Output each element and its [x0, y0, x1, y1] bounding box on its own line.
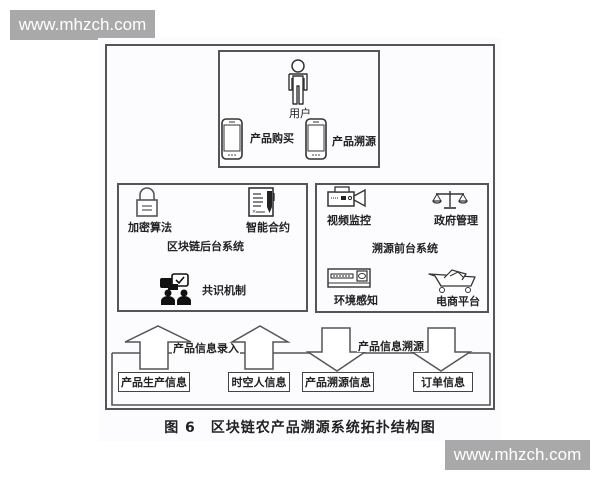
down-arrow-icon: [305, 327, 368, 372]
ecommerce-label: 电商平台: [436, 295, 480, 308]
order-info-box: 订单信息: [413, 372, 473, 392]
product-purchase-label: 产品购买: [250, 132, 294, 145]
video-camera-icon: [327, 186, 366, 208]
shopping-cart-icon: [428, 269, 476, 293]
svg-text:×: ×: [252, 209, 256, 215]
padlock-icon: [136, 187, 158, 217]
figure-caption: 图 6 区块链农产品溯源系统拓扑结构图: [164, 420, 436, 436]
contract-document-icon: ×: [248, 187, 275, 217]
government-mgmt-label: 政府管理: [434, 214, 478, 227]
frontend-title: 溯源前台系统: [372, 242, 438, 255]
trace-frontend-panel: [315, 183, 489, 313]
balance-scale-icon: [432, 191, 468, 209]
video-monitoring-label: 视频监控: [327, 214, 371, 227]
environment-sensing-label: 环境感知: [334, 294, 378, 307]
blockchain-backend-panel: [117, 183, 308, 312]
up-arrow-icon: [124, 325, 192, 370]
watermark-top: www.mhzch.com: [10, 10, 155, 40]
smartphone-icon: [305, 118, 327, 160]
consensus-label: 共识机制: [202, 284, 246, 297]
encryption-label: 加密算法: [128, 221, 172, 234]
user-person-icon: [288, 59, 308, 105]
down-arrow-icon: [409, 327, 473, 372]
outer-frame: [105, 44, 495, 410]
up-arrow-icon: [229, 325, 291, 370]
watermark-bottom: www.mhzch.com: [445, 440, 590, 470]
smart-contract-label: 智能合约: [246, 221, 290, 234]
product-trace-label: 产品溯源: [332, 135, 376, 148]
consensus-people-icon: [160, 273, 191, 305]
spacetime-person-info-box: 时空人信息: [228, 372, 290, 392]
production-info-box: 产品生产信息: [118, 372, 190, 392]
info-trace-label: 产品信息溯源: [357, 340, 425, 353]
sensor-device-icon: [327, 268, 371, 288]
trace-info-box: 产品溯源信息: [302, 372, 374, 392]
backend-title: 区块链后台系统: [167, 240, 244, 253]
info-input-label: 产品信息录入: [172, 342, 240, 355]
smartphone-icon: [221, 118, 243, 160]
user-label: 用户: [289, 107, 311, 120]
user-panel: [218, 50, 380, 168]
